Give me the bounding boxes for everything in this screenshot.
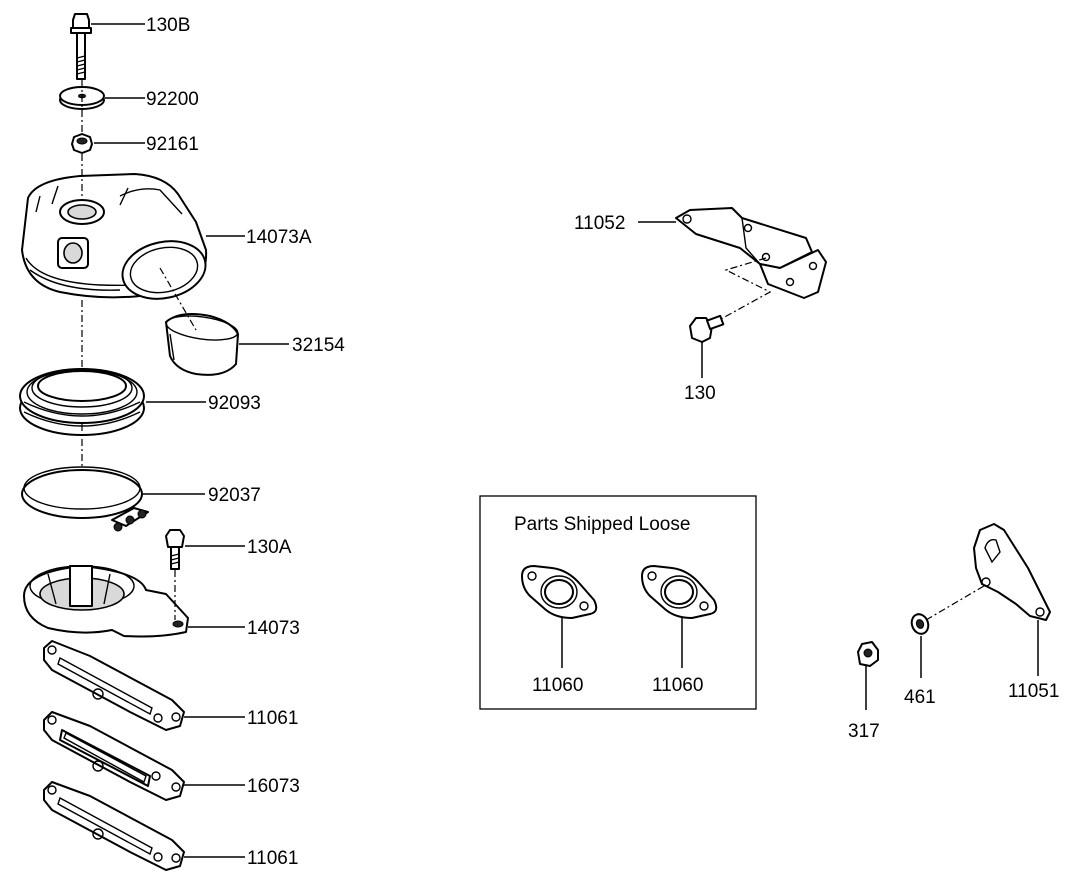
gasket-11060-left xyxy=(521,565,598,619)
gasket-11061-lower xyxy=(43,781,185,871)
callout-92093: 92093 xyxy=(208,393,261,414)
callout-11060-left: 11060 xyxy=(532,675,583,696)
assembly-line-sleeve xyxy=(159,267,197,331)
nut-92161 xyxy=(71,133,93,154)
gasket-16073 xyxy=(43,711,185,801)
clamp-92037 xyxy=(21,466,149,532)
callout-317: 317 xyxy=(848,721,880,742)
bolt-130 xyxy=(689,314,725,343)
bolt-130A xyxy=(165,529,185,570)
gasket-11060-right xyxy=(641,565,718,619)
callout-11051: 11051 xyxy=(1008,681,1059,702)
callout-461: 461 xyxy=(904,687,936,708)
callout-92200: 92200 xyxy=(146,89,199,110)
callout-130B: 130B xyxy=(146,15,190,36)
parts-shipped-loose-title: Parts Shipped Loose xyxy=(514,514,690,535)
callout-92161: 92161 xyxy=(146,134,199,155)
lockwasher-461 xyxy=(910,613,930,635)
gasket-11061-upper xyxy=(43,640,185,731)
callout-11061-lower: 11061 xyxy=(247,848,298,869)
air-cleaner-housing-14073A xyxy=(21,173,208,300)
callout-14073: 14073 xyxy=(247,618,300,639)
callout-130: 130 xyxy=(684,383,716,404)
bracket-11051 xyxy=(973,523,1051,621)
parts-shipped-loose-box xyxy=(479,495,757,710)
callout-11052: 11052 xyxy=(574,213,625,234)
callout-92037: 92037 xyxy=(208,485,261,506)
air-cleaner-base-14073 xyxy=(23,565,189,638)
callout-130A: 130A xyxy=(247,537,292,558)
callout-14073A: 14073A xyxy=(246,227,312,248)
callout-11060-right: 11060 xyxy=(652,675,703,696)
sleeve-32154 xyxy=(165,313,239,376)
bracket-11052 xyxy=(675,207,827,299)
assembly-line-11051 xyxy=(925,585,985,621)
filter-element-92093 xyxy=(19,368,145,436)
callout-11061-upper: 11061 xyxy=(247,708,298,729)
callout-16073: 16073 xyxy=(247,776,300,797)
nut-317 xyxy=(857,641,879,667)
callout-32154: 32154 xyxy=(292,335,345,356)
bolt-130B xyxy=(70,13,92,80)
assembly-line-11052 xyxy=(711,257,772,325)
